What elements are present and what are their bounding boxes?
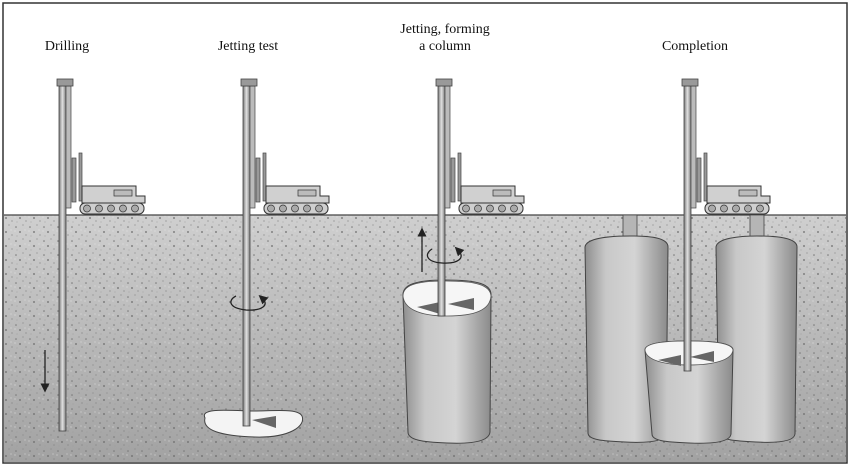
rig-mast (65, 85, 72, 209)
drilling-rig-vehicle (255, 152, 330, 215)
finished-column-left (584, 214, 669, 443)
column-top-cavity (402, 280, 492, 317)
stage-completion (584, 78, 798, 444)
stage-label-completion: Completion (661, 39, 729, 54)
stage-label-forming-column-line2: a column (419, 39, 471, 54)
jet-nozzle-stream-right (448, 298, 474, 310)
mast-top-cap (435, 78, 453, 87)
mast-top-cap (240, 78, 258, 87)
mast-top-cap (681, 78, 699, 87)
stage-jetting-test (203, 78, 330, 438)
rotation-arrow-icon (230, 295, 269, 311)
grout-column (402, 279, 492, 444)
stage-label-drilling: Drilling (44, 39, 90, 54)
stage-label-forming-column-line1: Jetting, forming (400, 22, 490, 37)
jetting-rod (683, 85, 692, 372)
jet-nozzle-stream (252, 416, 276, 428)
stage-drilling (40, 78, 146, 432)
rotation-arrow-icon (426, 246, 465, 264)
jet-nozzle-stream-left (417, 302, 440, 314)
drilling-rig-vehicle (696, 152, 771, 215)
drill-rod (58, 85, 67, 432)
stage-forming-column (402, 78, 525, 444)
stage-label-forming-column: Jetting, forming a column (380, 21, 510, 55)
stage-label-jetting-test: Jetting test (217, 39, 279, 54)
jetting-rod (437, 85, 446, 317)
drilling-rig-vehicle (450, 152, 525, 215)
mast-top-cap (56, 78, 74, 87)
finished-column-right (715, 214, 798, 443)
jet-test-bulb (203, 409, 304, 438)
drilling-rig-vehicle (71, 152, 146, 215)
jetting-rod (242, 85, 251, 427)
